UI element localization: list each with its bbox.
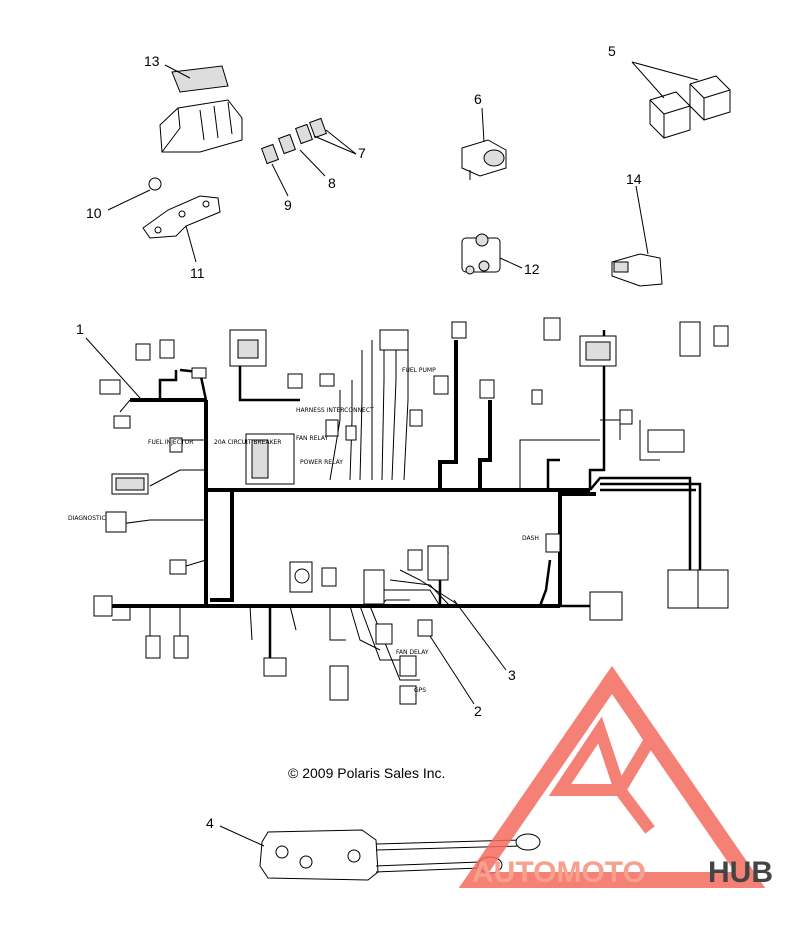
- callout-12: 12: [524, 261, 540, 277]
- label-fan-delay: FAN DELAY: [396, 649, 429, 656]
- callout-3: 3: [508, 667, 516, 683]
- callout-10: 10: [86, 205, 102, 221]
- label-circuit-breaker: 20A CIRCUIT BREAKER: [214, 439, 281, 446]
- callout-14: 14: [626, 171, 642, 187]
- callout-11: 11: [190, 265, 205, 281]
- harness-connectors: [93, 317, 729, 705]
- watermark-logo: AUTOMOTO HUB: [458, 665, 773, 889]
- label-power-relay: POWER RELAY: [300, 459, 343, 466]
- part-7-8-9-fuses: [260, 117, 357, 197]
- part-6-connector: [461, 107, 507, 180]
- part-10-11-bracket: [107, 177, 221, 263]
- callout-9: 9: [284, 197, 292, 213]
- callout-1: 1: [76, 321, 84, 337]
- part-5-relays: [631, 61, 731, 139]
- label-harness-interconnect: HARNESS INTERCONNECT: [296, 407, 374, 414]
- label-diagnostic: DIAGNOSTIC: [68, 515, 106, 522]
- watermark-text-hub: HUB: [708, 856, 773, 889]
- label-fuel-pump: FUEL PUMP: [402, 367, 436, 374]
- copyright-text: © 2009 Polaris Sales Inc.: [288, 765, 445, 781]
- label-fan-relay: FAN RELAY: [296, 435, 328, 442]
- callout-2: 2: [474, 703, 482, 719]
- callouts: 13 5 6 7 8 9 10 11 12 14 1 3 2 4: [76, 43, 642, 831]
- callout-4: 4: [206, 815, 214, 831]
- callout-7: 7: [358, 145, 366, 161]
- part-14-terminal: [611, 185, 663, 287]
- watermark-triangle-icon: [458, 665, 766, 888]
- main-wire-harness: [106, 330, 702, 681]
- label-gps: GPS: [414, 687, 426, 694]
- label-fuel-injector: FUEL INJECTOR: [148, 439, 193, 446]
- callout-6: 6: [474, 91, 482, 107]
- label-dash: DASH: [522, 535, 539, 542]
- callout-8: 8: [328, 175, 336, 191]
- callout-5: 5: [608, 43, 616, 59]
- callout-13: 13: [144, 53, 160, 69]
- watermark-text-automoto: AUTOMOTO: [472, 856, 646, 889]
- part-13-fuse-box: [159, 64, 243, 153]
- part-12-switch: [461, 233, 523, 275]
- harness-labels: FUEL INJECTOR 20A CIRCUIT BREAKER HARNES…: [68, 367, 539, 694]
